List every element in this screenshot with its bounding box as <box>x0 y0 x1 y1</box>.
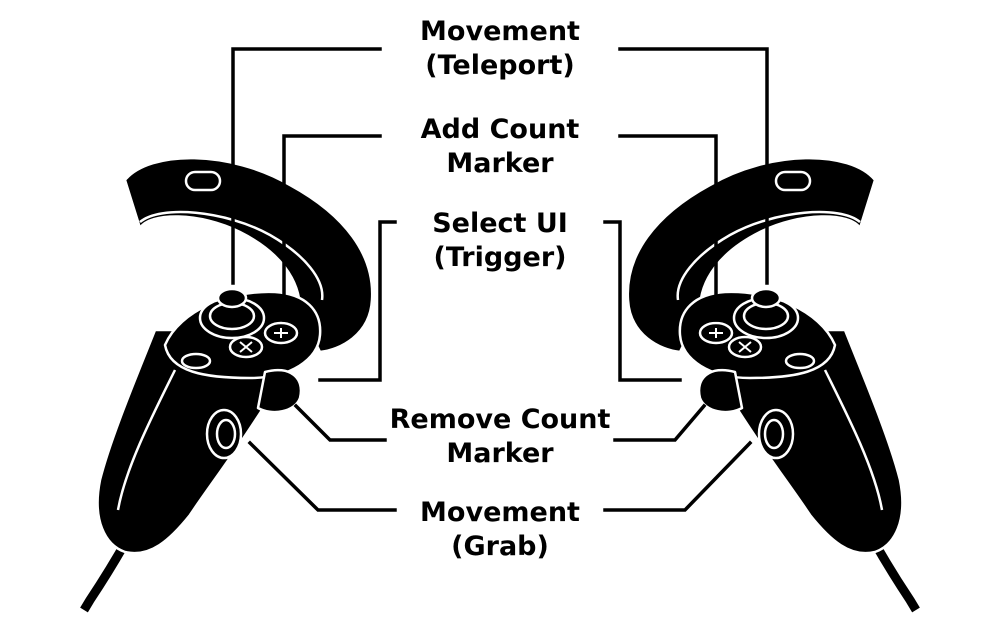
left-controller-icon <box>80 156 374 613</box>
label-movement-grab-line1: Movement <box>420 497 580 528</box>
label-movement-grab-line2: (Grab) <box>451 531 549 562</box>
left-menu-button <box>180 352 212 370</box>
leader-select-left <box>318 220 397 382</box>
left-thumbstick <box>216 287 248 309</box>
right-controller-icon <box>626 156 920 613</box>
label-select-ui: Select UI (Trigger) <box>370 207 630 275</box>
leader-grab-left <box>247 440 397 512</box>
label-select-ui-line1: Select UI <box>432 208 568 239</box>
right-oculus-button <box>784 352 816 370</box>
leader-teleport-right <box>618 47 769 285</box>
right-trigger <box>697 368 744 414</box>
leader-grab-right <box>603 440 753 512</box>
leader-add-left <box>282 134 382 322</box>
leader-select-right <box>603 220 682 382</box>
leader-remove-left <box>293 403 387 442</box>
left-grip-button <box>205 408 243 460</box>
leader-remove-right <box>613 403 707 442</box>
leader-add-right <box>618 134 718 322</box>
left-ring-button <box>184 170 222 192</box>
right-grip-button <box>757 408 795 460</box>
label-remove-count-marker: Remove Count Marker <box>370 403 630 471</box>
leader-teleport-left <box>231 47 382 285</box>
left-tracking-ring <box>123 156 374 354</box>
label-movement-grab: Movement (Grab) <box>370 496 630 564</box>
right-ring-button <box>774 170 812 192</box>
label-select-ui-line2: (Trigger) <box>433 242 567 273</box>
label-add-count-marker-line1: Add Count <box>420 114 580 145</box>
right-thumbstick <box>750 287 782 309</box>
right-tracking-ring <box>626 156 877 354</box>
label-movement-teleport-line2: (Teleport) <box>425 50 575 81</box>
left-trigger <box>256 368 303 414</box>
label-add-count-marker-line2: Marker <box>446 148 554 179</box>
label-add-count-marker: Add Count Marker <box>370 113 630 181</box>
leader-lines <box>231 47 769 512</box>
label-remove-count-marker-line2: Marker <box>446 438 554 469</box>
label-movement-teleport: Movement (Teleport) <box>370 15 630 83</box>
label-remove-count-marker-line1: Remove Count <box>389 404 611 435</box>
label-movement-teleport-line1: Movement <box>420 16 580 47</box>
